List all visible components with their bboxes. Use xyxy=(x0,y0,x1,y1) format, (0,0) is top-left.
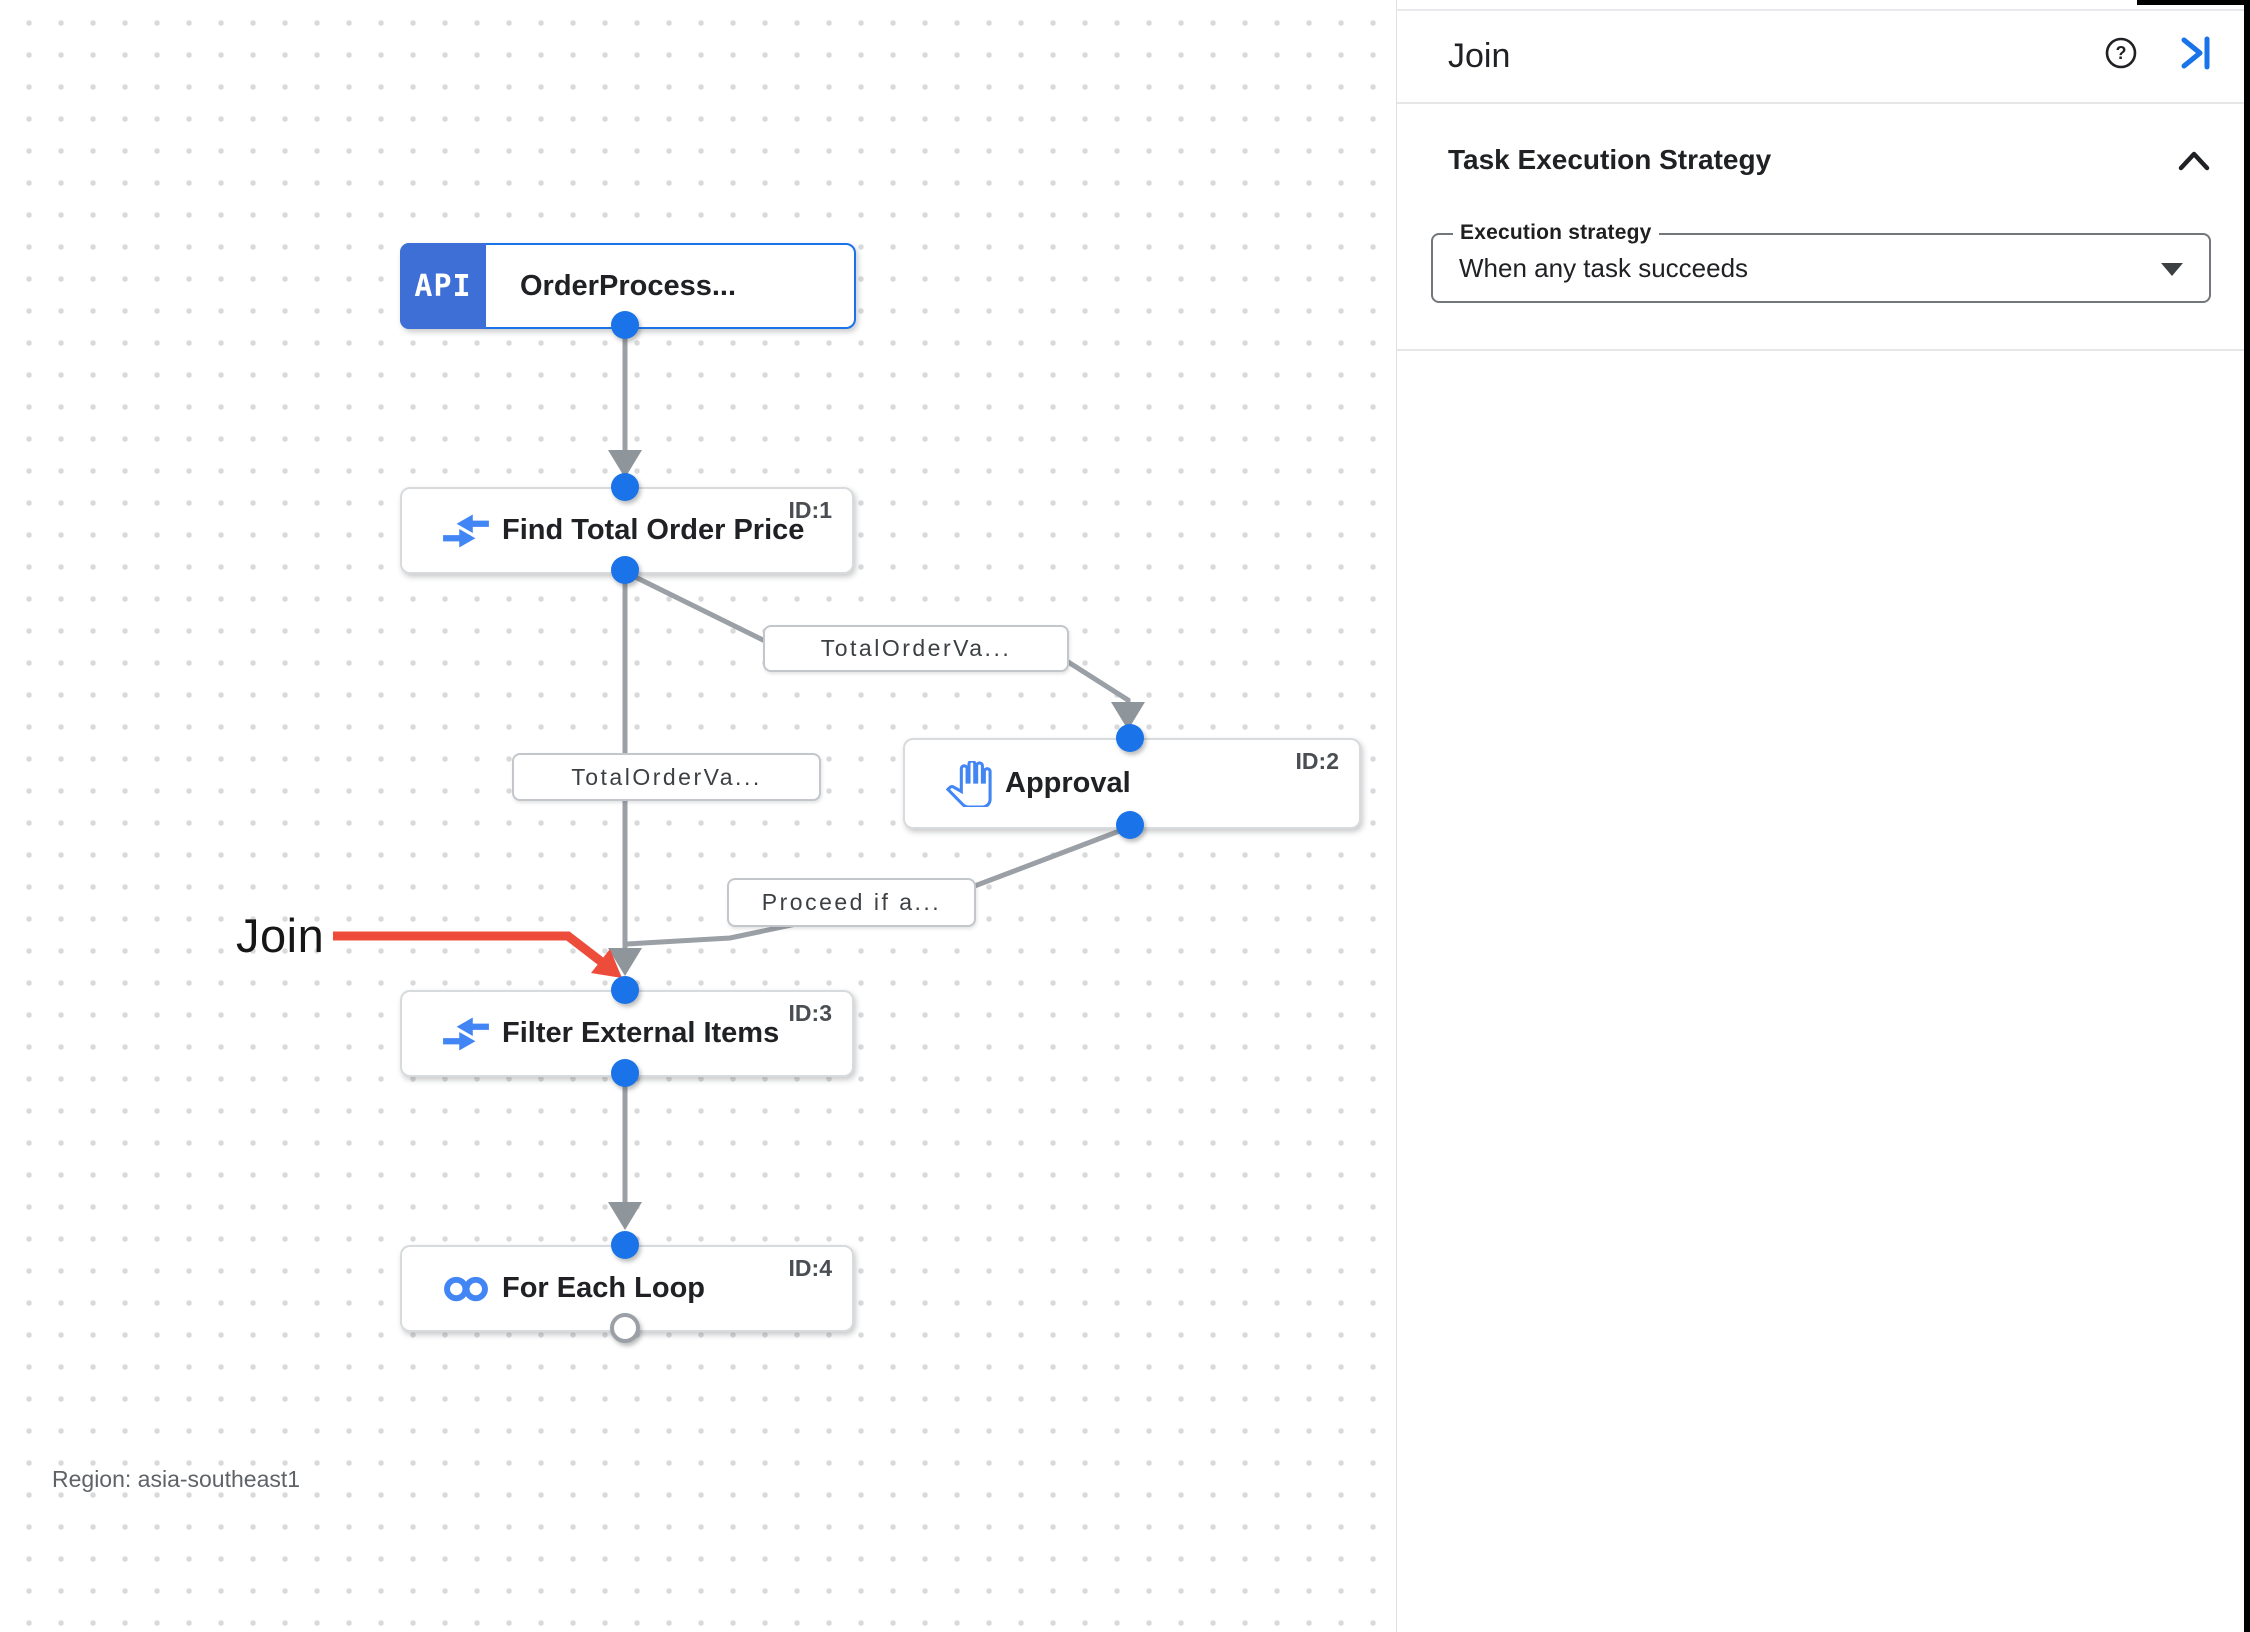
node-label: Approval xyxy=(1005,767,1131,799)
screen-edge-bar xyxy=(2137,0,2250,5)
node-label: Filter External Items xyxy=(502,1017,780,1049)
add-edge-handle[interactable] xyxy=(610,1313,640,1343)
edge-label-text: TotalOrderVa... xyxy=(571,763,762,790)
panel-title: Join xyxy=(1448,37,1511,75)
edge-label-total-order-to-filter[interactable]: TotalOrderVa... xyxy=(512,753,821,801)
node-label: For Each Loop xyxy=(502,1272,705,1304)
connection-handle[interactable] xyxy=(611,1059,639,1087)
connection-handle[interactable] xyxy=(611,1231,639,1259)
loop-icon xyxy=(440,1263,492,1315)
join-annotation-label: Join xyxy=(236,909,325,962)
join-connection-handle[interactable] xyxy=(611,976,639,1004)
data-mapping-icon xyxy=(440,1008,492,1060)
config-panel: Join ? Task Execution Strategy Execution… xyxy=(1396,0,2250,1632)
node-id-badge: ID:2 xyxy=(1295,748,1339,774)
data-mapping-icon xyxy=(440,505,492,557)
node-label: OrderProcess... xyxy=(520,269,736,302)
node-id-badge: ID:3 xyxy=(788,1000,832,1026)
region-label: Region: asia-southeast1 xyxy=(52,1466,301,1492)
connection-handle[interactable] xyxy=(611,556,639,584)
panel-header: Join ? xyxy=(1397,11,2250,104)
section-divider xyxy=(1397,349,2250,351)
edge-label-total-order-to-approval[interactable]: TotalOrderVa... xyxy=(763,625,1069,672)
connection-handle[interactable] xyxy=(611,311,639,339)
node-id-badge: ID:1 xyxy=(788,497,832,523)
annotation-arrow xyxy=(333,931,622,978)
collapse-panel-icon[interactable] xyxy=(2171,29,2219,77)
workflow-canvas[interactable]: API OrderProcess... Find Total Order Pri… xyxy=(0,0,1396,1632)
field-label: Execution strategy xyxy=(1453,221,1659,245)
node-filter-external-items[interactable]: Filter External Items ID:3 xyxy=(400,990,854,1077)
arrowhead-icon xyxy=(608,948,642,976)
help-icon[interactable]: ? xyxy=(2097,29,2145,77)
edge-label-text: Proceed if a... xyxy=(761,889,942,915)
node-label: Find Total Order Price xyxy=(502,514,805,546)
execution-strategy-select[interactable]: Execution strategy When any task succeed… xyxy=(1431,221,2211,303)
dropdown-caret-icon xyxy=(2161,263,2183,276)
chevron-up-icon[interactable] xyxy=(2177,148,2211,174)
edge-label-proceed-if-approved[interactable]: Proceed if a... xyxy=(727,878,976,927)
connection-handle[interactable] xyxy=(1116,811,1144,839)
svg-text:?: ? xyxy=(2116,43,2127,63)
panel-top-border xyxy=(1397,9,2250,11)
node-id-badge: ID:4 xyxy=(788,1255,832,1281)
arrowhead-icon xyxy=(608,1202,642,1230)
api-trigger-icon: API xyxy=(400,243,486,329)
screen-edge-bar xyxy=(2244,0,2250,1632)
connection-handle[interactable] xyxy=(1116,724,1144,752)
node-approval[interactable]: Approval ID:2 xyxy=(903,738,1361,829)
connection-handle[interactable] xyxy=(611,473,639,501)
section-heading: Task Execution Strategy xyxy=(1448,144,1772,175)
edge-label-text: TotalOrderVa... xyxy=(820,635,1012,661)
field-value: When any task succeeds xyxy=(1459,252,1749,283)
approval-hand-icon xyxy=(943,758,995,810)
